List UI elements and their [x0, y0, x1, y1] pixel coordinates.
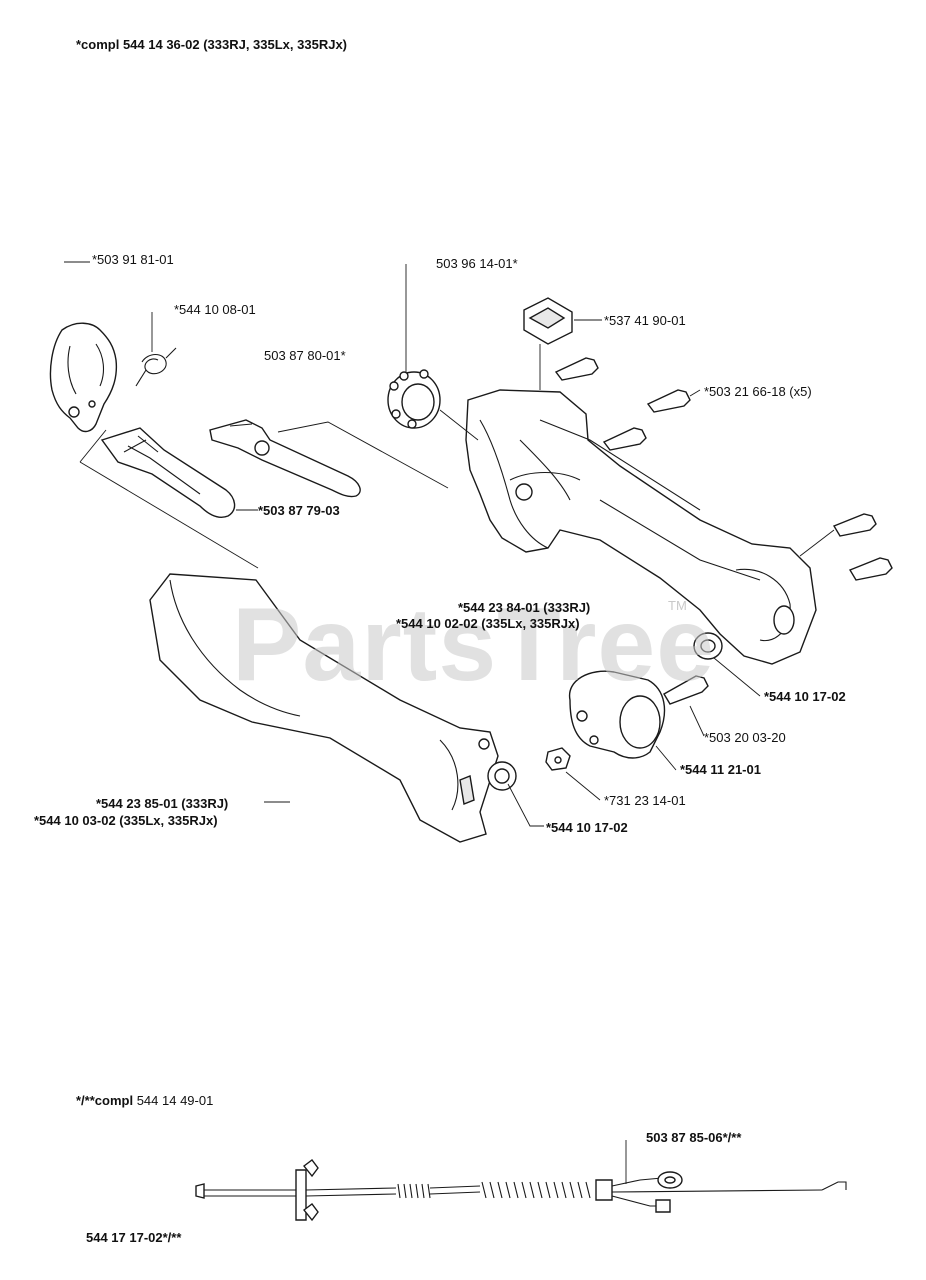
part-label-544112101: *544 11 21-01	[680, 762, 761, 777]
part-label-544171702: 544 17 17-02*/**	[86, 1230, 182, 1245]
part-label-544101702-upper: *544 10 17-02	[764, 689, 846, 704]
part-label-731231401: *731 23 14-01	[604, 793, 686, 808]
part-label-544238401: *544 23 84-01 (333RJ)	[458, 600, 591, 615]
throttle-trigger-part	[100, 427, 236, 518]
throttle-lock-part	[209, 419, 361, 498]
upper-housing-part	[465, 389, 817, 665]
part-label-503878506: 503 87 85-06*/**	[646, 1130, 742, 1145]
part-label-544238501: *544 23 85-01 (333RJ)	[96, 796, 229, 811]
cable-assembly-prefix: */**compl	[76, 1093, 134, 1108]
part-label-503918101: *503 91 81-01	[92, 252, 174, 267]
partstree-watermark: PartsTree	[232, 587, 716, 703]
part-label-503200320: *503 20 03-20	[704, 730, 786, 745]
clamp-screw-part	[663, 675, 709, 737]
throttle-cable-part	[195, 1140, 847, 1222]
cable-assembly-number: 544 14 49-01	[136, 1093, 214, 1108]
screw-part	[554, 357, 893, 581]
cable-assembly-title: */**compl 544 14 49-01	[76, 1093, 213, 1109]
bushing-upper-part	[693, 632, 761, 697]
part-label-544101702-lower: *544 10 17-02	[546, 820, 628, 835]
trademark-mark: TM	[668, 598, 687, 613]
part-label-544100801: *544 10 08-01	[174, 302, 256, 317]
bushing-part	[487, 761, 544, 827]
assembly-title-label: *compl 544 14 36-02 (333RJ, 335Lx, 335RJ…	[76, 37, 348, 52]
part-label-503961401: 503 96 14-01*	[436, 256, 518, 271]
bearing-ring-part	[387, 264, 479, 441]
clamp-part	[568, 670, 677, 771]
switch-part	[523, 297, 602, 390]
part-label-503216618: *503 21 66-18 (x5)	[704, 384, 812, 399]
part-label-503877903: *503 87 79-03	[258, 503, 340, 518]
part-label-544100302: *544 10 03-02 (335Lx, 335RJx)	[34, 813, 218, 828]
part-label-503878001: 503 87 80-01*	[264, 348, 346, 363]
nut-part	[545, 747, 601, 801]
throttle-housing-part	[49, 322, 118, 433]
part-label-537419001: *537 41 90-01	[604, 313, 686, 328]
spring-part	[135, 312, 177, 387]
lower-housing-part	[149, 573, 499, 843]
part-label-544100202: *544 10 02-02 (335Lx, 335RJx)	[396, 616, 580, 631]
